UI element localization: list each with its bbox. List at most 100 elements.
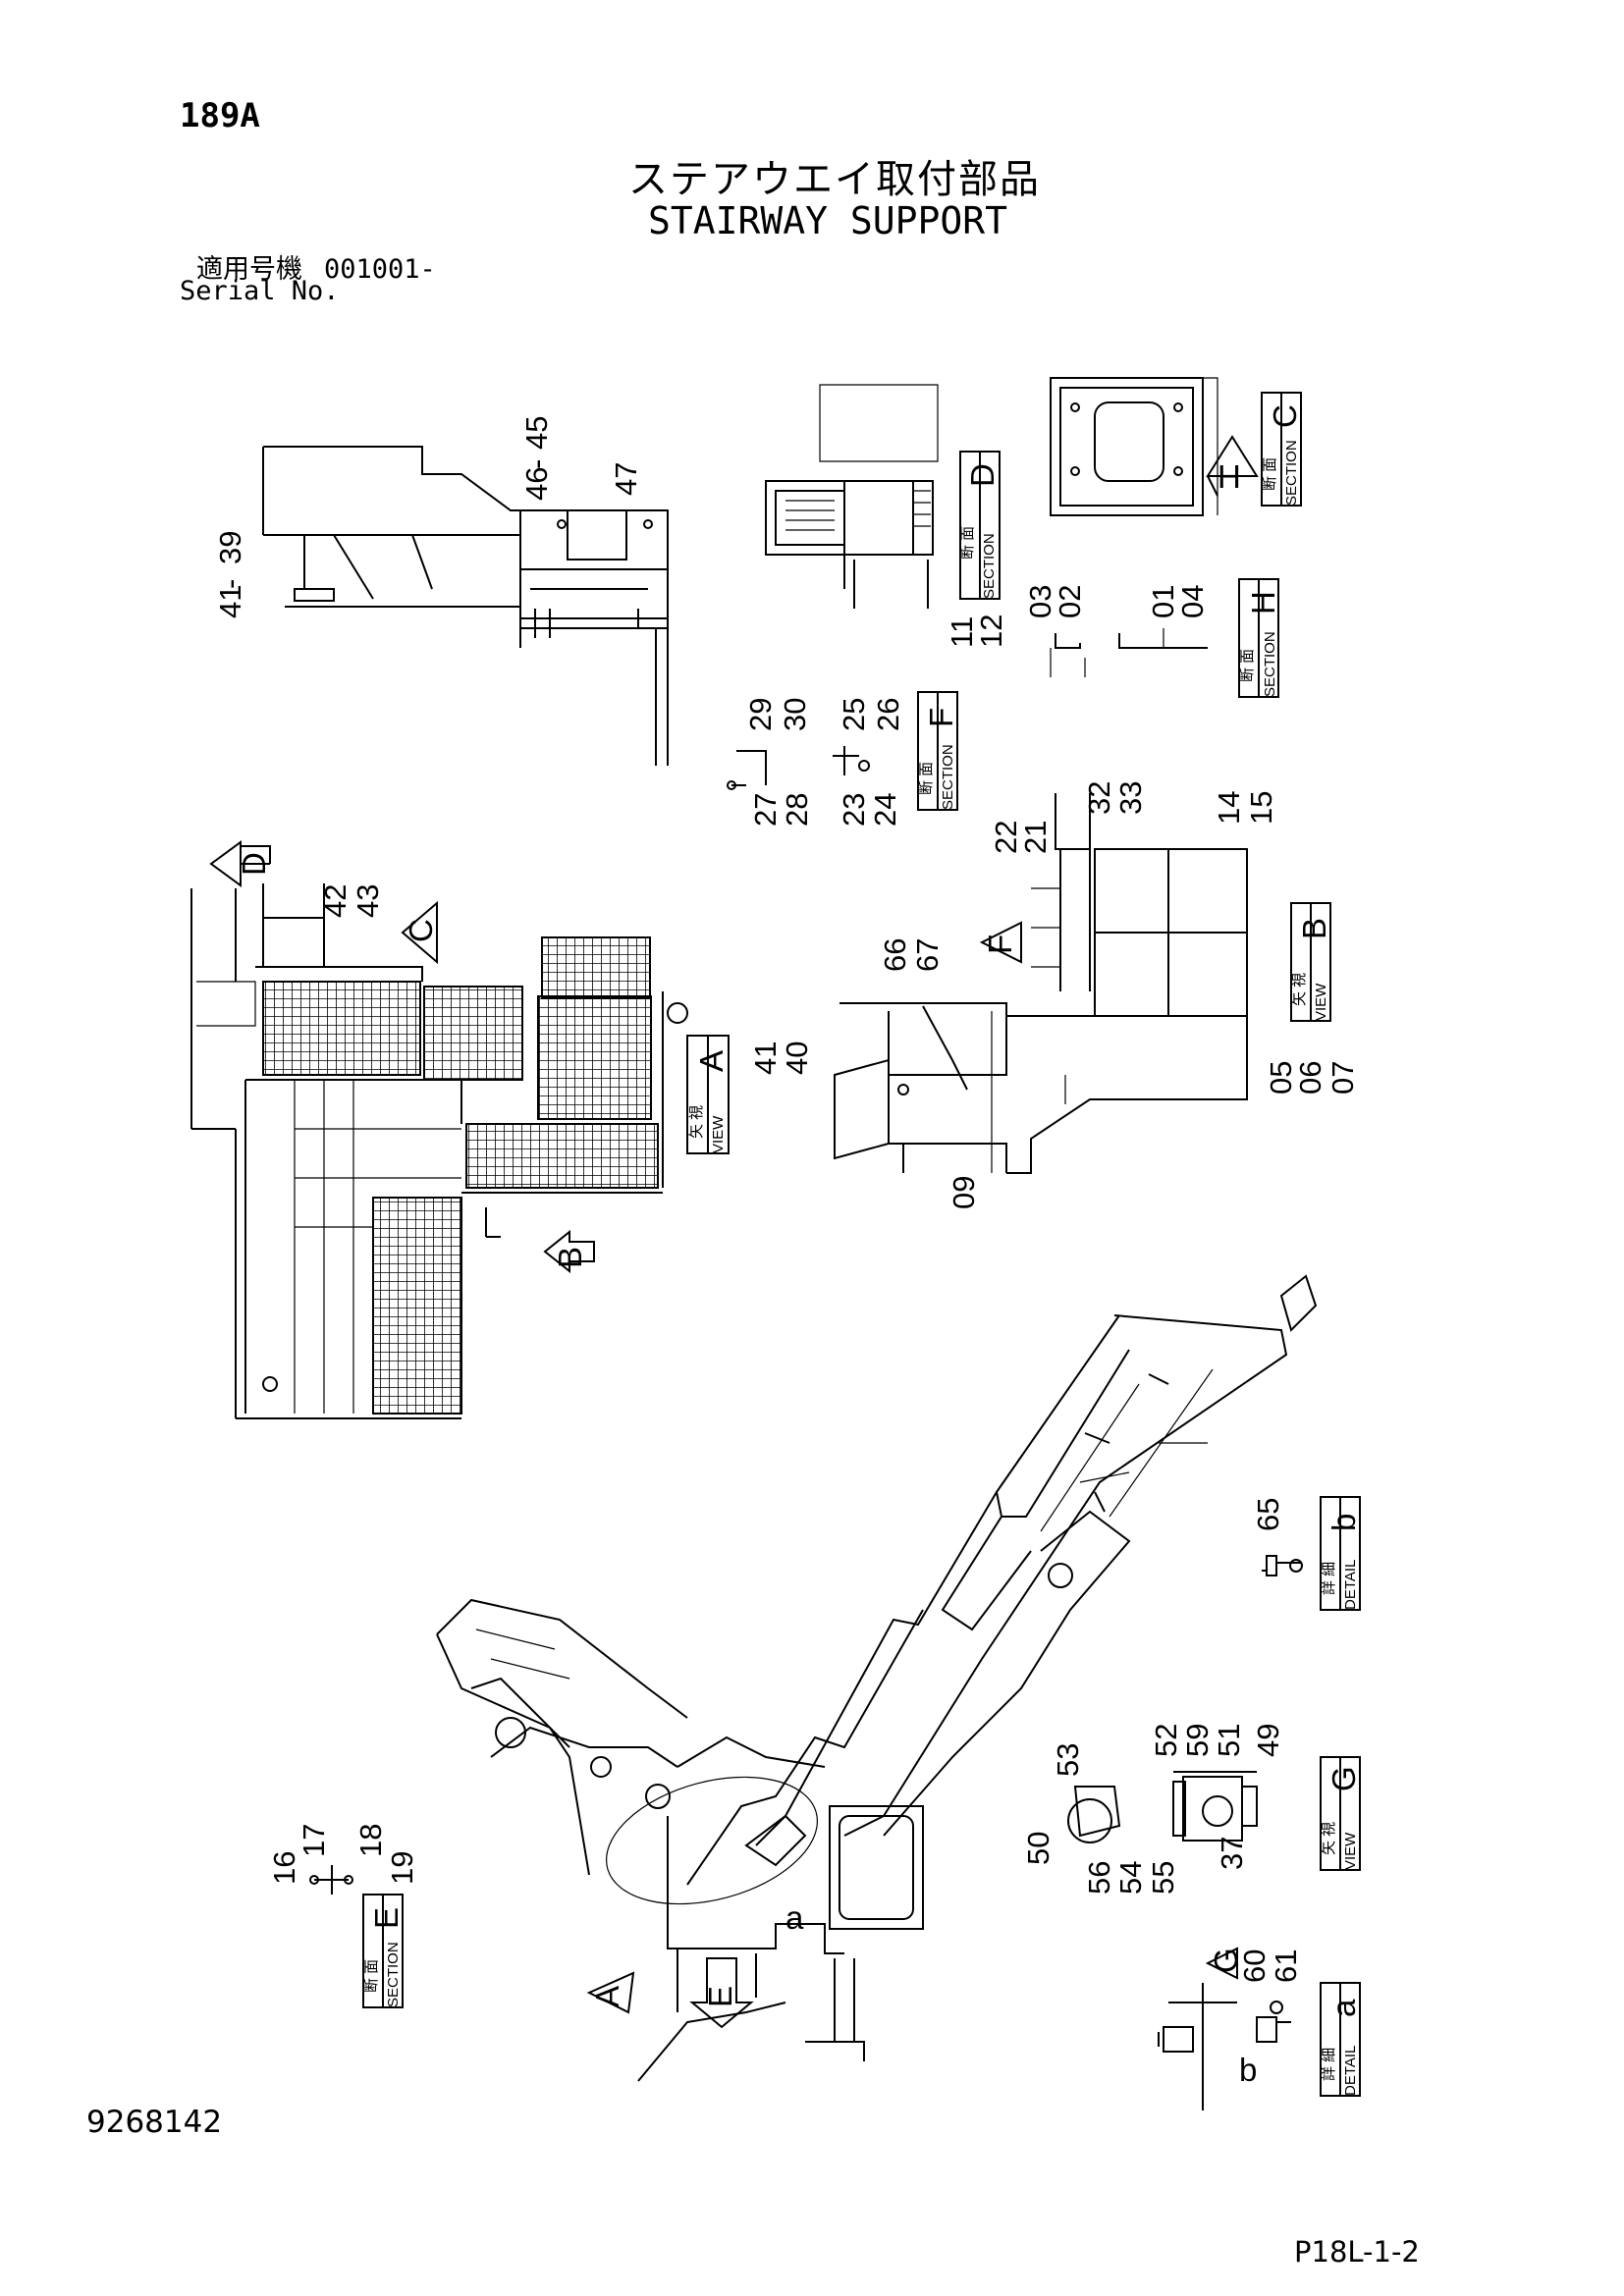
- section-d-label: D 断 面 SECTION: [959, 451, 1001, 600]
- section-h-letter: H: [1245, 591, 1281, 614]
- section-h-jp: 断 面: [1239, 649, 1256, 682]
- view-b-label: B 矢 視 VIEW: [1290, 902, 1332, 1022]
- view-g-en: VIEW: [1342, 1832, 1359, 1870]
- callout-23: 23: [837, 793, 871, 827]
- callout-12: 12: [974, 614, 1008, 648]
- callout-67: 67: [910, 938, 945, 972]
- callout-17: 17: [297, 1824, 331, 1857]
- arrow-a: A: [586, 1971, 635, 2014]
- page-reference: P18L-1-2: [1294, 2235, 1420, 2269]
- detail-b-en: DETAIL: [1342, 1560, 1359, 1610]
- callout-01: 01: [1146, 585, 1180, 618]
- callout-02: 02: [1053, 585, 1087, 618]
- arrow-b-letter: B: [552, 1247, 588, 1268]
- callout-24: 24: [868, 793, 902, 827]
- callout-50: 50: [1021, 1832, 1056, 1865]
- callout-39: 39: [213, 531, 247, 564]
- view-b-en: VIEW: [1313, 983, 1329, 1021]
- arrow-f: F: [979, 921, 1022, 964]
- arrow-e-letter: E: [702, 1986, 738, 2007]
- serial-row: 適用号機 001001-: [196, 247, 436, 286]
- view-a-label: A 矢 視 VIEW: [686, 1035, 730, 1154]
- callout-26: 26: [871, 698, 905, 731]
- arrow-g-letter: G: [1208, 1948, 1244, 1973]
- view-b-drawing: [834, 793, 1248, 1174]
- view-g-jp: 矢 視: [1321, 1822, 1337, 1855]
- callout-18: 18: [353, 1824, 388, 1857]
- arrow-h: H: [1206, 435, 1259, 497]
- view-g-drawing: [1067, 1771, 1258, 1843]
- arrow-g: G: [1205, 1947, 1244, 1980]
- callout-14: 14: [1212, 791, 1246, 825]
- section-f-jp: 断 面: [918, 762, 935, 795]
- section-f-label: F 断 面 SECTION: [917, 691, 959, 811]
- callout-41b: 41: [748, 1041, 783, 1075]
- callout-06: 06: [1293, 1061, 1327, 1095]
- callout-28: 28: [780, 793, 814, 827]
- detail-a-letter: a: [1326, 1999, 1362, 2017]
- detail-a-en: DETAIL: [1342, 2046, 1359, 2096]
- section-e-label: E 断 面 SECTION: [362, 1894, 405, 2008]
- callout-04: 04: [1175, 585, 1210, 618]
- callout-07: 07: [1326, 1061, 1360, 1095]
- callout-61: 61: [1269, 1949, 1303, 1983]
- callout-65: 65: [1251, 1498, 1285, 1531]
- section-d-letter: D: [964, 463, 1001, 487]
- arrow-h-letter: H: [1218, 458, 1241, 495]
- arrow-a-letter: A: [589, 1986, 625, 2007]
- detail-b-jp: 詳 細: [1321, 1562, 1337, 1595]
- arrow-c-letter: C: [403, 919, 439, 942]
- callout-60: 60: [1237, 1949, 1272, 1983]
- detail-b-drawing: [1262, 1555, 1303, 1576]
- callout-55: 55: [1146, 1861, 1180, 1895]
- callout-22: 22: [989, 821, 1023, 854]
- view-a-letter: A: [693, 1050, 730, 1072]
- title-english: STAIRWAY SUPPORT: [648, 199, 1008, 242]
- view-g-label: G 矢 視 VIEW: [1320, 1756, 1362, 1871]
- section-e-en: SECTION: [385, 1942, 402, 2007]
- detail-b-label: b 詳 細 DETAIL: [1320, 1496, 1362, 1611]
- section-c-drawing: [1050, 377, 1218, 516]
- callout-37: 37: [1215, 1837, 1249, 1870]
- callout-30: 30: [778, 698, 812, 731]
- arrow-b: B: [543, 1229, 595, 1274]
- arrow-d-letter: D: [236, 852, 272, 876]
- side-view-top: [262, 446, 669, 766]
- detail-b-letter: b: [1326, 1514, 1362, 1531]
- callout-40: 40: [780, 1041, 814, 1075]
- section-f-drawing: [727, 746, 870, 790]
- callout-11: 11: [945, 616, 979, 648]
- arrow-c: C: [401, 900, 439, 965]
- callout-33: 33: [1113, 781, 1148, 815]
- section-f-en: SECTION: [940, 744, 956, 810]
- detail-a-label: a 詳 細 DETAIL: [1320, 1982, 1362, 2097]
- callout-66: 66: [878, 938, 912, 972]
- arrow-f-letter: F: [982, 934, 1018, 954]
- serial-label-en: Serial No.: [180, 276, 340, 306]
- section-c-en: SECTION: [1283, 440, 1300, 506]
- view-a-jp: 矢 視: [688, 1105, 705, 1139]
- section-c-label: C 断 面 SECTION: [1261, 392, 1303, 507]
- callout-43: 43: [351, 884, 385, 918]
- section-d-drawing: [765, 384, 939, 609]
- section-c-letter: C: [1267, 404, 1303, 428]
- callout-59: 59: [1180, 1724, 1215, 1757]
- callout-52: 52: [1149, 1724, 1183, 1757]
- callout-15: 15: [1244, 791, 1278, 825]
- serial-value: 001001-: [324, 254, 436, 285]
- view-g-letter: G: [1326, 1766, 1362, 1791]
- callout-53: 53: [1051, 1743, 1085, 1777]
- section-e-letter: E: [368, 1907, 405, 1929]
- mark-b: b: [1239, 2052, 1257, 2088]
- callout-41: 41: [213, 585, 247, 618]
- callout-54: 54: [1113, 1861, 1148, 1895]
- callout-dash: -: [213, 579, 247, 589]
- callout-42: 42: [318, 884, 352, 918]
- section-e-jp: 断 面: [363, 1959, 380, 1993]
- callout-27: 27: [748, 793, 783, 827]
- callout-09: 09: [947, 1176, 981, 1209]
- serial-label-jp: 適用号機: [196, 254, 302, 285]
- callout-45: 45: [519, 416, 554, 450]
- callout-49: 49: [1251, 1724, 1285, 1757]
